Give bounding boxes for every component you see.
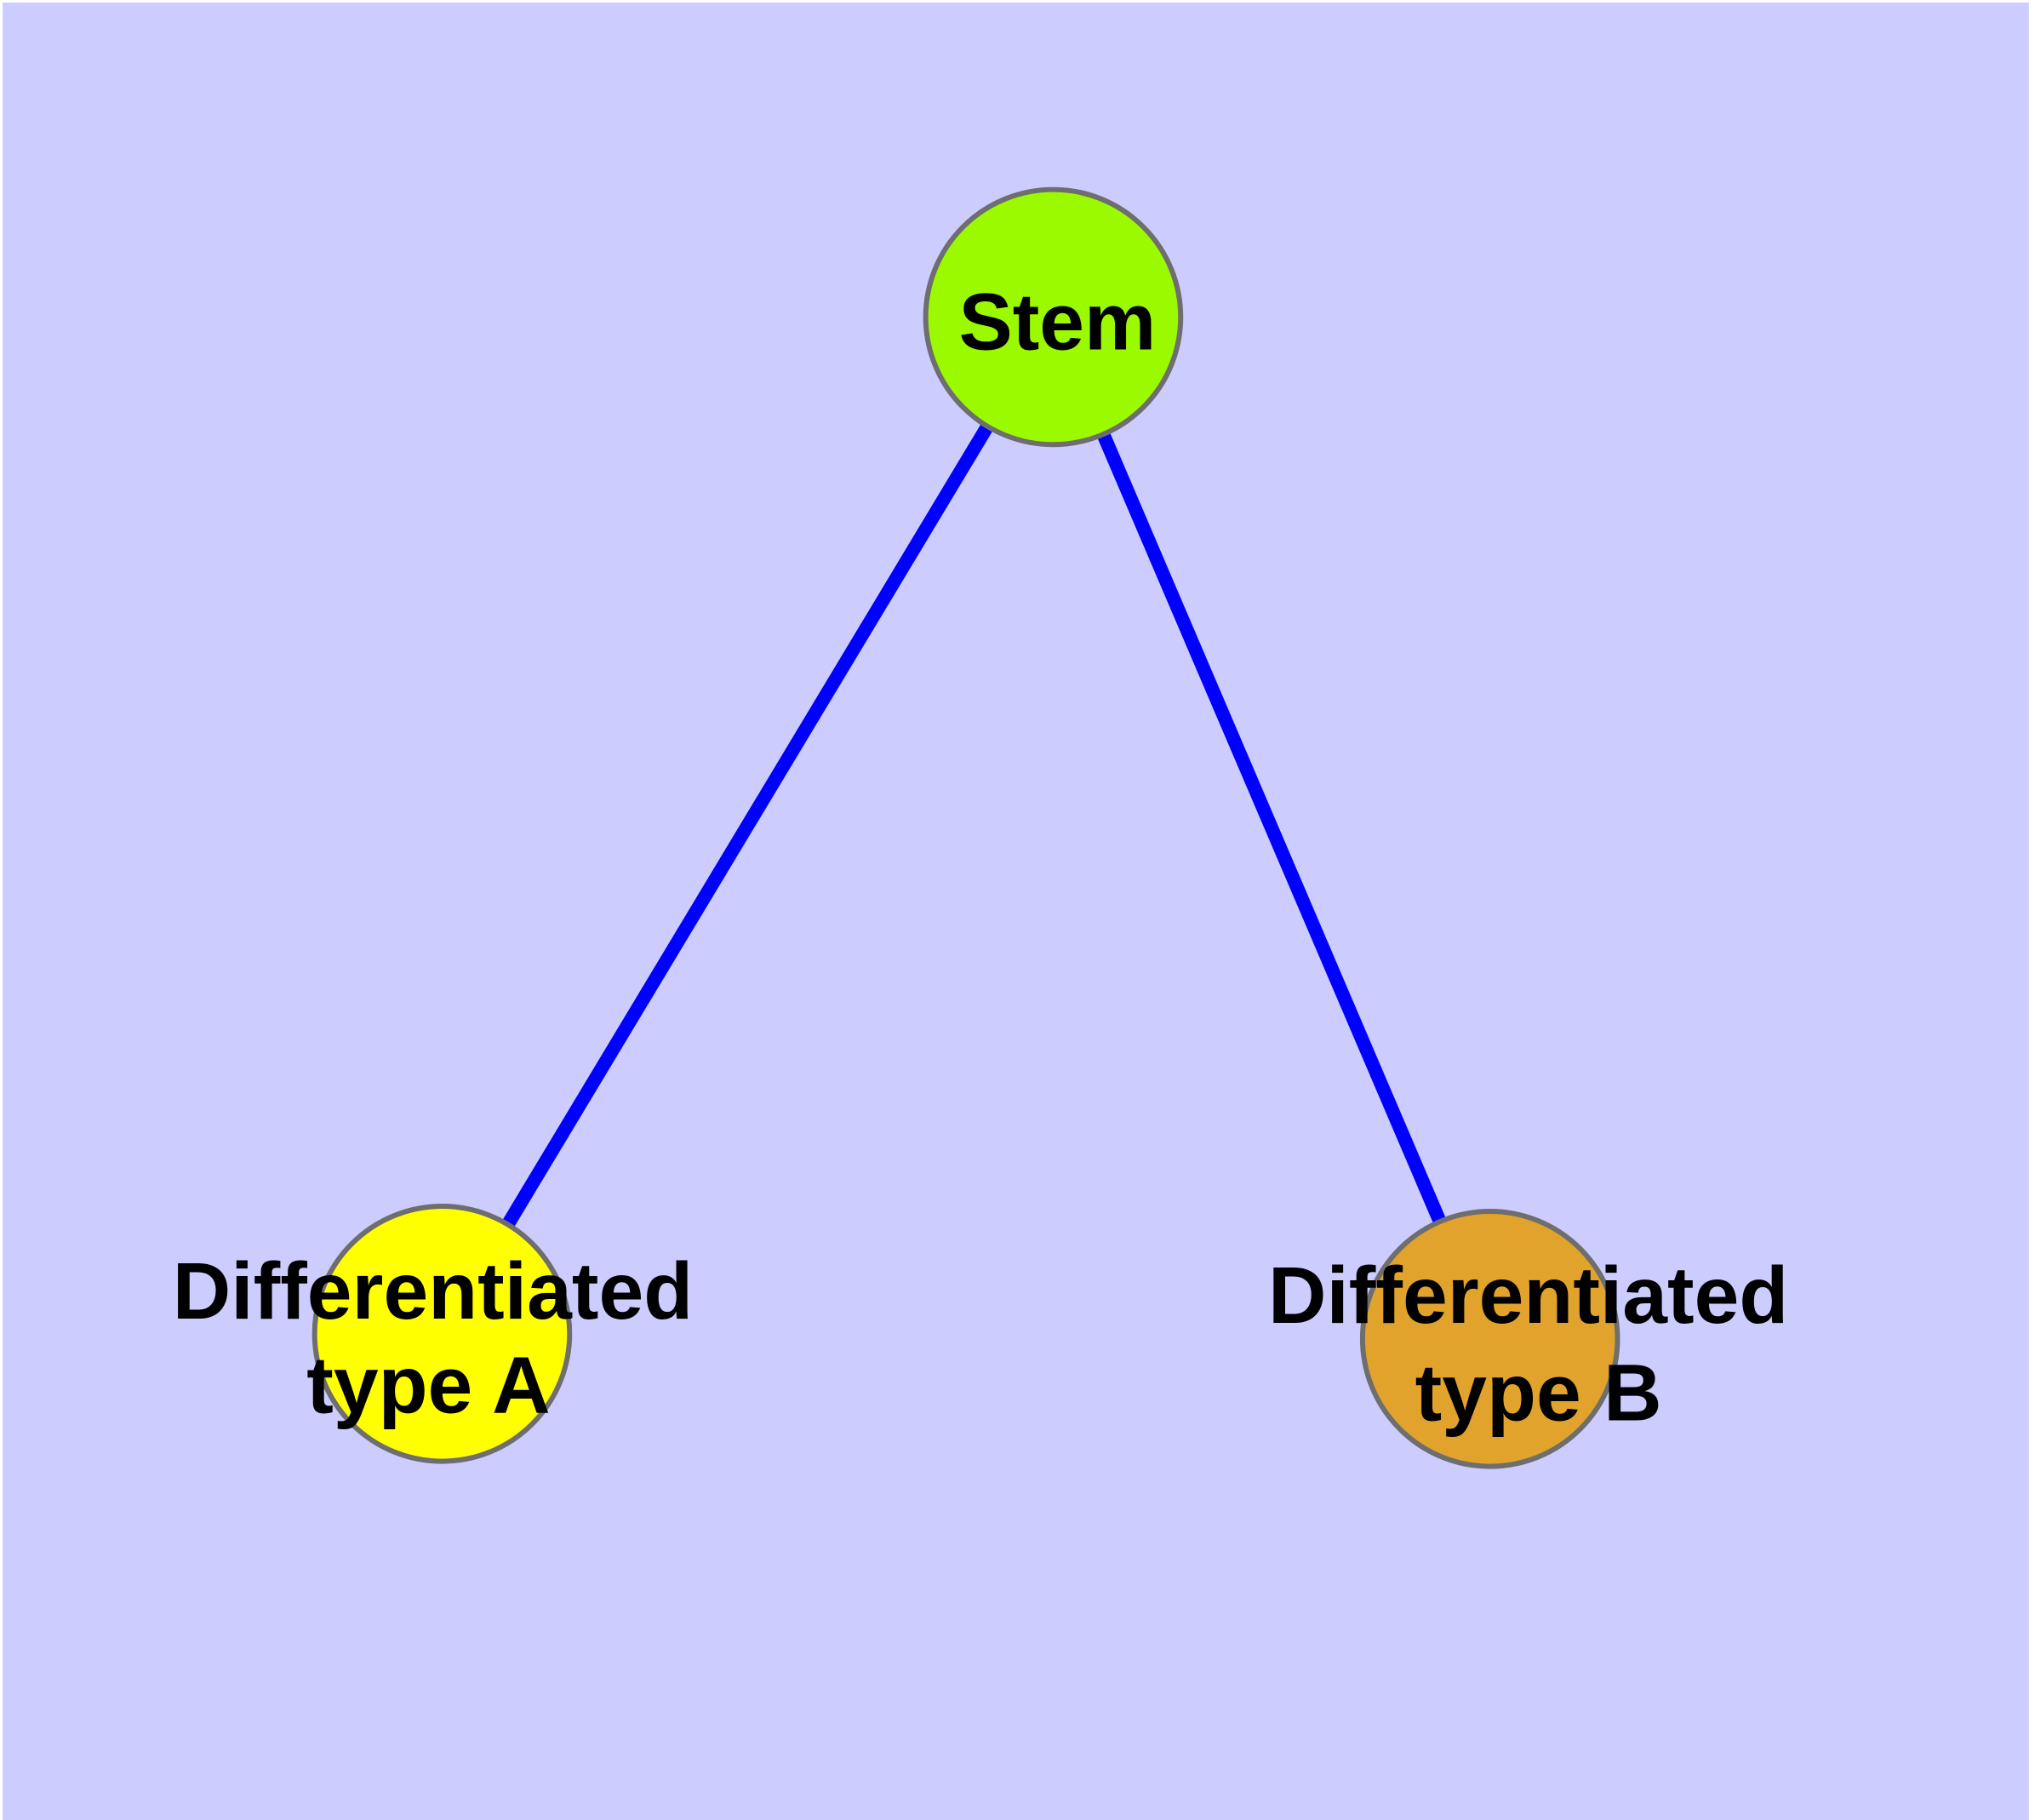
edge-stem-diff-a [436,313,1060,1337]
nodes-layer [311,186,1620,1469]
node-label-diff-b-line1: Differentiated [1268,1251,1788,1341]
node-label-diff-a-line2: type A [306,1341,550,1431]
edges-layer [436,313,1497,1342]
node-label-stem-line1: Stem [958,277,1156,367]
node-circle-diff-b [1359,1209,1620,1469]
edge-stem-diff-b [1047,314,1497,1342]
node-circle-diff-a [311,1204,573,1464]
node-circle-stem [923,186,1184,448]
node-label-diff-b-line2: type B [1415,1348,1662,1439]
node-label-diff-a-line1: Differentiated [173,1246,693,1336]
